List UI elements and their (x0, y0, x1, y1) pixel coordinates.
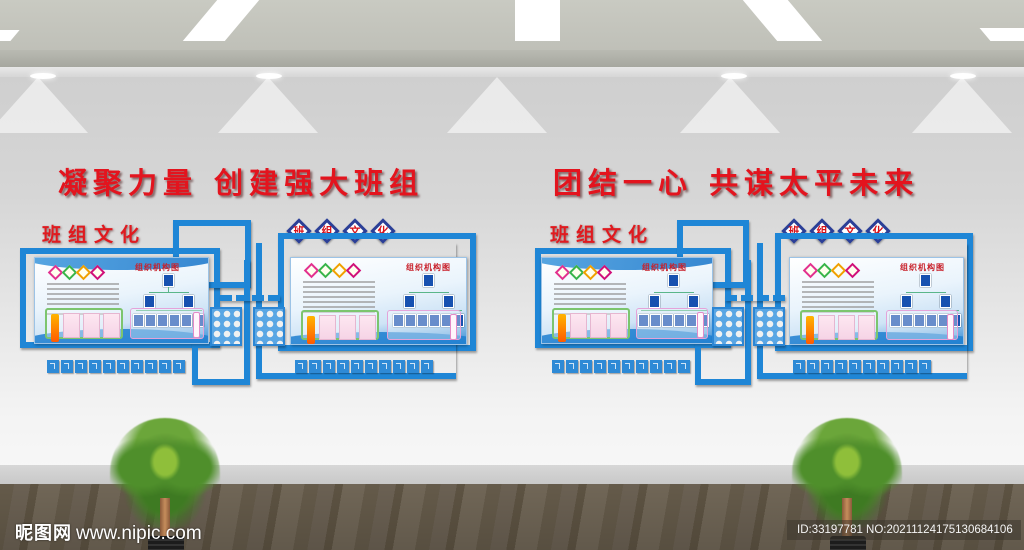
fret-pattern-row (47, 360, 185, 373)
dashed-connector (725, 295, 785, 301)
dashed-connector (220, 295, 280, 301)
diamond-badge-icon: 化 (372, 220, 394, 242)
display-board: 组织机构图 (34, 257, 209, 344)
display-board: 组织机构图 (290, 257, 467, 345)
org-chart-title: 组织机构图 (135, 262, 180, 272)
diamond-badge-icon: 班 (288, 220, 310, 242)
lattice-panel (753, 307, 785, 346)
blue-frame (20, 248, 220, 348)
org-chart-title: 组织机构图 (642, 262, 687, 272)
display-board: 组织机构图 (789, 257, 964, 345)
board-heading-ornaments (47, 264, 106, 281)
plant-pot (148, 536, 184, 550)
ceiling-light-strip (182, 0, 260, 41)
potted-palm-left (110, 418, 220, 550)
photo-frame (800, 310, 878, 344)
wall-light-beam (0, 77, 88, 133)
ceiling-lip (0, 67, 1024, 77)
culture-title: 班组文化 (550, 224, 655, 246)
blue-frame (173, 220, 251, 288)
fret-pattern-row (295, 360, 433, 373)
board-heading-ornaments (303, 262, 362, 279)
ceiling-light-strip (979, 28, 1024, 41)
culture-wall-right: 班组文化 班 组 文 化 组织机构图 (535, 215, 1015, 385)
wall-light-beam (447, 77, 547, 133)
wave-decor (542, 258, 712, 270)
photo-frame (301, 310, 379, 344)
wave-decor (35, 258, 208, 270)
spotlight-icon (721, 73, 747, 79)
wall-light-beam (680, 77, 780, 133)
board-paragraph (303, 278, 375, 316)
ornament-icon (89, 264, 106, 281)
diamond-title: 班 组 文 化 (288, 220, 394, 242)
ceiling (0, 0, 1024, 50)
fret-pattern-row (793, 360, 931, 373)
diamond-badge-icon: 组 (811, 220, 833, 242)
diamond-badge-icon: 文 (344, 220, 366, 242)
diamond-title: 班 组 文 化 (783, 220, 889, 242)
board-heading-ornaments (554, 264, 613, 281)
note-frame (387, 310, 461, 340)
blue-frame (677, 220, 749, 288)
culture-title: 班组文化 (42, 224, 147, 246)
note-frame (886, 310, 958, 340)
fret-pattern-row (552, 360, 690, 373)
ceiling-beam (0, 50, 1024, 67)
watermark-id: ID:33197781 NO:20211124175130684106 (787, 520, 1021, 540)
slogan-left: 凝聚力量 创建强大班组 (58, 166, 425, 200)
photo-frame (552, 308, 630, 342)
diamond-badge-icon: 班 (783, 220, 805, 242)
board-heading-ornaments (802, 262, 861, 279)
wall-skirting (0, 465, 1024, 485)
slogan-right: 团结一心 共谋太平未来 (553, 166, 920, 200)
org-chart-title: 组织机构图 (406, 262, 451, 272)
wall-light-beam (912, 77, 1012, 133)
org-chart-title: 组织机构图 (900, 262, 945, 272)
lattice-panel (210, 307, 242, 346)
diamond-badge-icon: 化 (867, 220, 889, 242)
spotlight-icon (30, 73, 56, 79)
ceiling-light-strip (0, 30, 20, 41)
watermark-site-name: 昵图网 (15, 523, 72, 544)
wall-light-beam (218, 77, 318, 133)
watermark-url: www.nipic.com (76, 523, 202, 544)
blue-frame (278, 233, 476, 351)
blue-frame (775, 233, 973, 351)
lattice-panel (253, 307, 285, 346)
diamond-badge-icon: 组 (316, 220, 338, 242)
spotlight-icon (256, 73, 282, 79)
culture-wall-left: 班组文化 班 组 文 化 组织机构图 (20, 215, 500, 385)
ceiling-light-strip (515, 0, 560, 41)
photo-frame (45, 308, 123, 342)
diamond-badge-icon: 文 (839, 220, 861, 242)
board-paragraph (802, 278, 874, 316)
display-board: 组织机构图 (541, 257, 713, 344)
ceiling-light-strip (742, 0, 823, 41)
note-frame (130, 308, 204, 339)
note-frame (636, 308, 708, 339)
spotlight-icon (950, 73, 976, 79)
lattice-panel (712, 307, 744, 346)
